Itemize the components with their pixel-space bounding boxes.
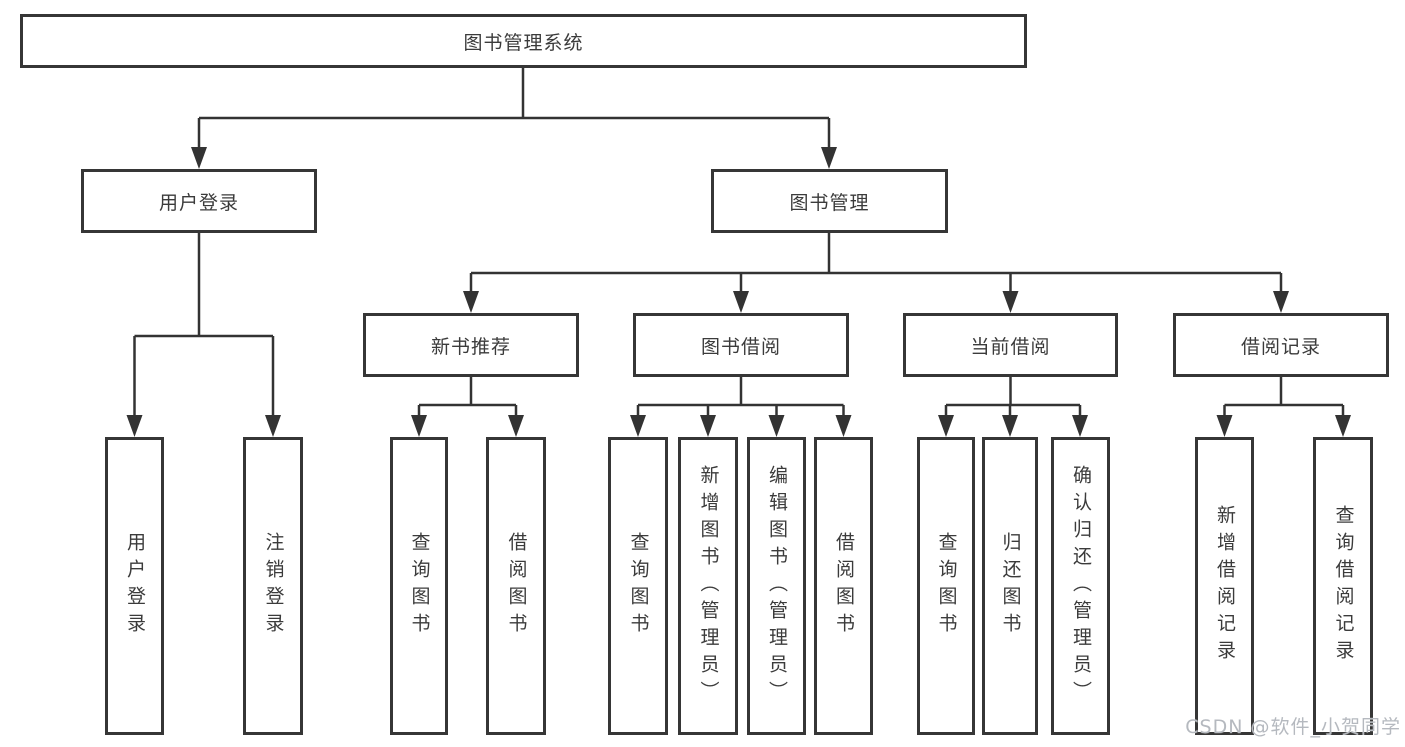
node-label: 查询图书: [408, 532, 431, 640]
node-label: 编辑图书（管理员）: [766, 464, 788, 708]
node-label: 借阅记录: [1240, 335, 1321, 358]
node-label: 图书借阅: [700, 335, 781, 358]
node-label: 确认归还（管理员）: [1070, 464, 1092, 708]
csdn-watermark: CSDN @软件_小贺同学: [1185, 716, 1401, 738]
node-book-borrowing: 图书借阅: [633, 313, 849, 377]
node-user-login: 用户登录: [81, 169, 317, 233]
node-label: 查询借阅记录: [1332, 505, 1355, 667]
leaf-add-book-admin: 新增图书（管理员）: [678, 437, 738, 735]
node-label: 新书推荐: [430, 335, 511, 358]
leaf-borrow-books-recommend: 借阅图书: [486, 437, 546, 735]
node-book-management: 图书管理: [711, 169, 948, 233]
leaf-edit-book-admin: 编辑图书（管理员）: [747, 437, 806, 735]
node-label: 新增借阅记录: [1214, 505, 1236, 667]
leaf-query-books-recommend: 查询图书: [390, 437, 448, 735]
leaf-return-books: 归还图书: [982, 437, 1038, 735]
node-label: 用户登录: [158, 191, 239, 214]
node-label: 借阅图书: [833, 532, 855, 640]
leaf-add-borrow-record: 新增借阅记录: [1195, 437, 1254, 735]
leaf-user-login: 用户登录: [105, 437, 164, 735]
node-book-management-system: 图书管理系统: [20, 14, 1027, 68]
node-label: 归还图书: [999, 532, 1022, 640]
leaf-query-books-borrowing: 查询图书: [608, 437, 668, 735]
node-new-book-recommendation: 新书推荐: [363, 313, 579, 377]
node-label: 注销登录: [262, 532, 285, 640]
node-label: 当前借阅: [970, 335, 1051, 358]
leaf-query-borrow-record: 查询借阅记录: [1313, 437, 1373, 735]
node-label: 图书管理: [789, 191, 870, 214]
node-label: 查询图书: [935, 532, 958, 640]
node-borrowing-records: 借阅记录: [1173, 313, 1389, 377]
node-label: 查询图书: [627, 532, 650, 640]
leaf-borrow-books-borrowing: 借阅图书: [814, 437, 873, 735]
leaf-logout: 注销登录: [243, 437, 303, 735]
node-label: 图书管理系统: [463, 31, 584, 54]
node-current-borrowing: 当前借阅: [903, 313, 1118, 377]
leaf-confirm-return-admin: 确认归还（管理员）: [1051, 437, 1110, 735]
node-label: 用户登录: [124, 532, 146, 640]
leaf-query-books-current: 查询图书: [917, 437, 975, 735]
node-label: 新增图书（管理员）: [697, 464, 720, 708]
node-label: 借阅图书: [505, 532, 528, 640]
